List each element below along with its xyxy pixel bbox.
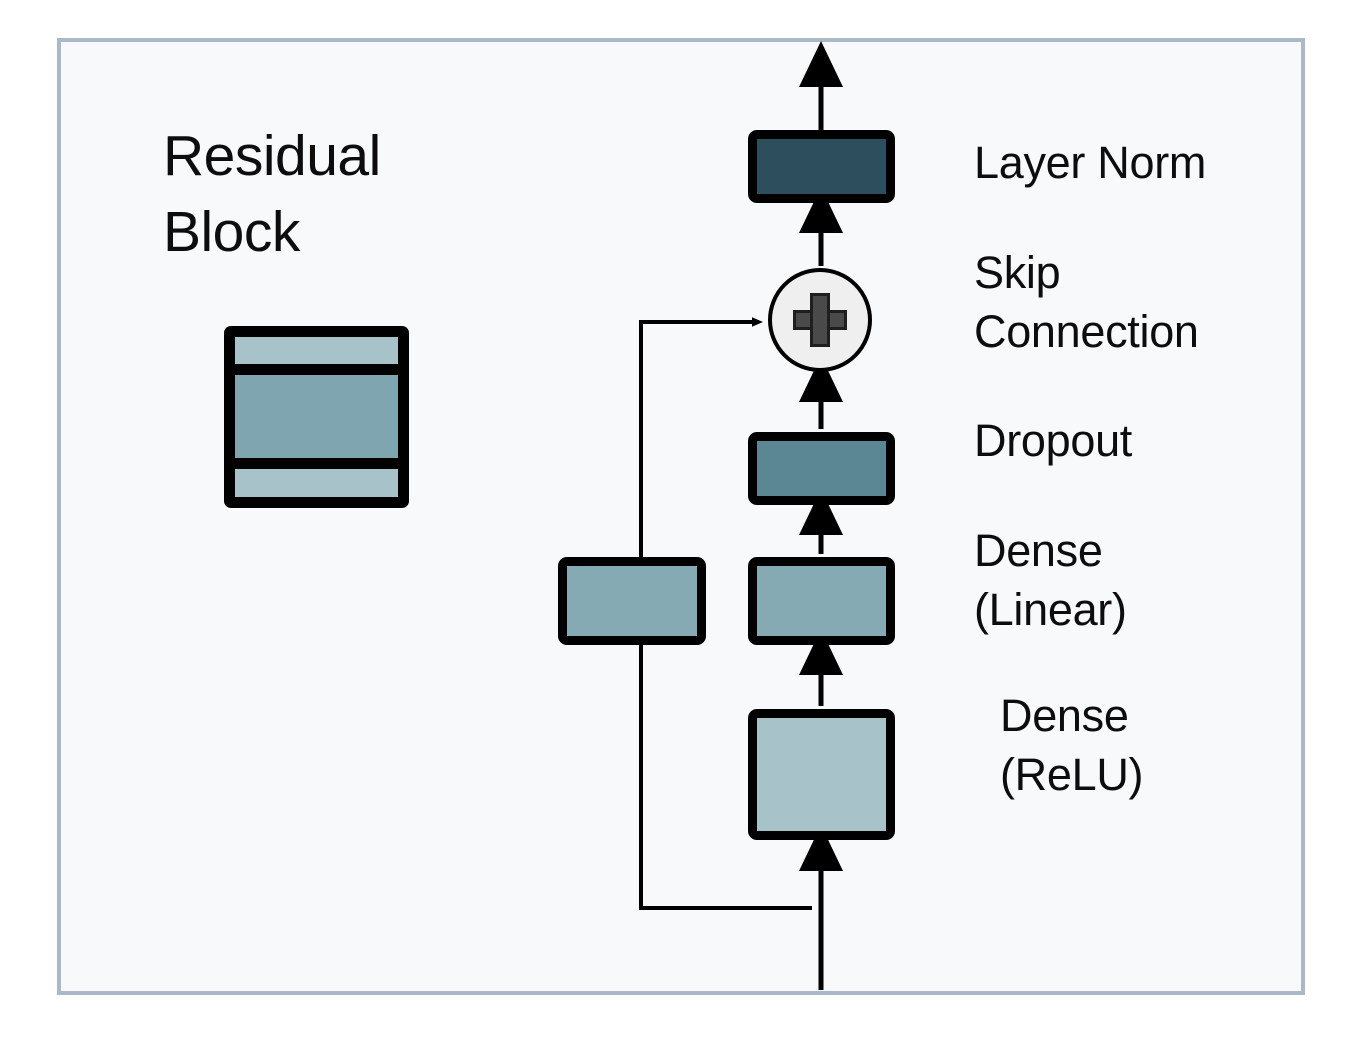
block-layer-norm-fill xyxy=(757,139,886,194)
skip-connection-add-node[interactable] xyxy=(768,268,872,372)
label-dropout: Dropout xyxy=(974,415,1132,466)
block-dense-relu-fill xyxy=(757,718,886,831)
block-dropout-fill xyxy=(757,441,886,496)
block-dense-linear[interactable] xyxy=(748,557,895,645)
block-dense-linear-fill xyxy=(757,566,886,636)
diagram-frame xyxy=(57,38,1305,995)
legend-stripe-middle xyxy=(235,375,398,459)
label-layer-norm: Layer Norm xyxy=(974,137,1207,188)
block-dense-relu[interactable] xyxy=(748,709,895,840)
label-dense-linear: Dense (Linear) xyxy=(974,525,1127,635)
legend-stripe-top xyxy=(235,337,398,365)
page-title: Residual Block xyxy=(163,124,381,264)
block-side-dense[interactable] xyxy=(558,557,706,645)
legend-stripe-bottom xyxy=(235,469,398,497)
label-skip-connection: Skip Connection xyxy=(974,247,1199,357)
block-layer-norm[interactable] xyxy=(748,130,895,203)
stacked-layers-icon xyxy=(224,326,409,508)
plus-icon xyxy=(793,293,847,347)
block-side-dense-fill xyxy=(567,566,697,636)
block-dropout[interactable] xyxy=(748,432,895,505)
label-dense-relu: Dense (ReLU) xyxy=(1000,690,1144,800)
